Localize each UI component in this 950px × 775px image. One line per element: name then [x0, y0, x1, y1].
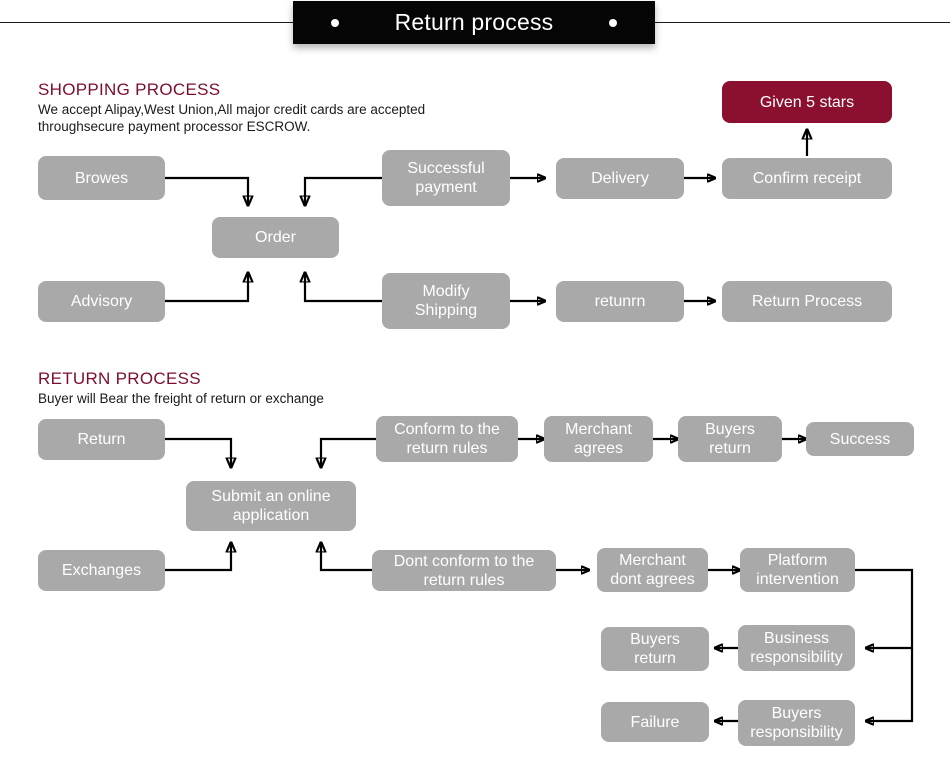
- node-success[interactable]: Success: [806, 422, 914, 456]
- return-process-heading: RETURN PROCESS: [38, 369, 201, 388]
- node-buyers-return-mid[interactable]: Buyers return: [601, 627, 709, 671]
- node-return[interactable]: Return: [38, 419, 165, 460]
- shopping-process-description: We accept Alipay,West Union,All major cr…: [38, 102, 426, 134]
- node-order[interactable]: Order: [212, 217, 339, 258]
- shopping-process-heading: SHOPPING PROCESS: [38, 80, 221, 99]
- node-dont-conform-to-return-rules[interactable]: Dont conform to the return rules: [372, 550, 556, 591]
- node-buyers-responsibility[interactable]: Buyers responsibility: [738, 700, 855, 746]
- node-given-5-stars[interactable]: Given 5 stars: [722, 81, 892, 123]
- return-process-description: Buyer will Bear the freight of return or…: [38, 391, 324, 406]
- node-browes[interactable]: Browes: [38, 156, 165, 200]
- node-submit-an-online-application[interactable]: Submit an online application: [186, 481, 356, 531]
- node-confirm-receipt[interactable]: Confirm receipt: [722, 158, 892, 199]
- node-advisory[interactable]: Advisory: [38, 281, 165, 322]
- node-failure[interactable]: Failure: [601, 702, 709, 742]
- banner: Return process: [293, 1, 655, 44]
- node-conform-to-return-rules[interactable]: Conform to the return rules: [376, 416, 518, 462]
- page-title: Return process: [394, 9, 554, 35]
- node-modify-shipping[interactable]: Modify Shipping: [382, 273, 510, 329]
- node-business-responsibility[interactable]: Business responsibility: [738, 625, 855, 671]
- node-return-process[interactable]: Return Process: [722, 281, 892, 322]
- node-successful-payment[interactable]: Successful payment: [382, 150, 510, 206]
- bullet-dot-icon: [331, 19, 339, 27]
- node-buyers-return-top[interactable]: Buyers return: [678, 416, 782, 462]
- node-exchanges[interactable]: Exchanges: [38, 550, 165, 591]
- node-platform-intervention[interactable]: Platform intervention: [740, 548, 855, 592]
- node-retunrn[interactable]: retunrn: [556, 281, 684, 322]
- node-delivery[interactable]: Delivery: [556, 158, 684, 199]
- node-merchant-agrees[interactable]: Merchant agrees: [544, 416, 653, 462]
- bullet-dot-icon: [609, 19, 617, 27]
- node-merchant-dont-agrees[interactable]: Merchant dont agrees: [597, 548, 708, 592]
